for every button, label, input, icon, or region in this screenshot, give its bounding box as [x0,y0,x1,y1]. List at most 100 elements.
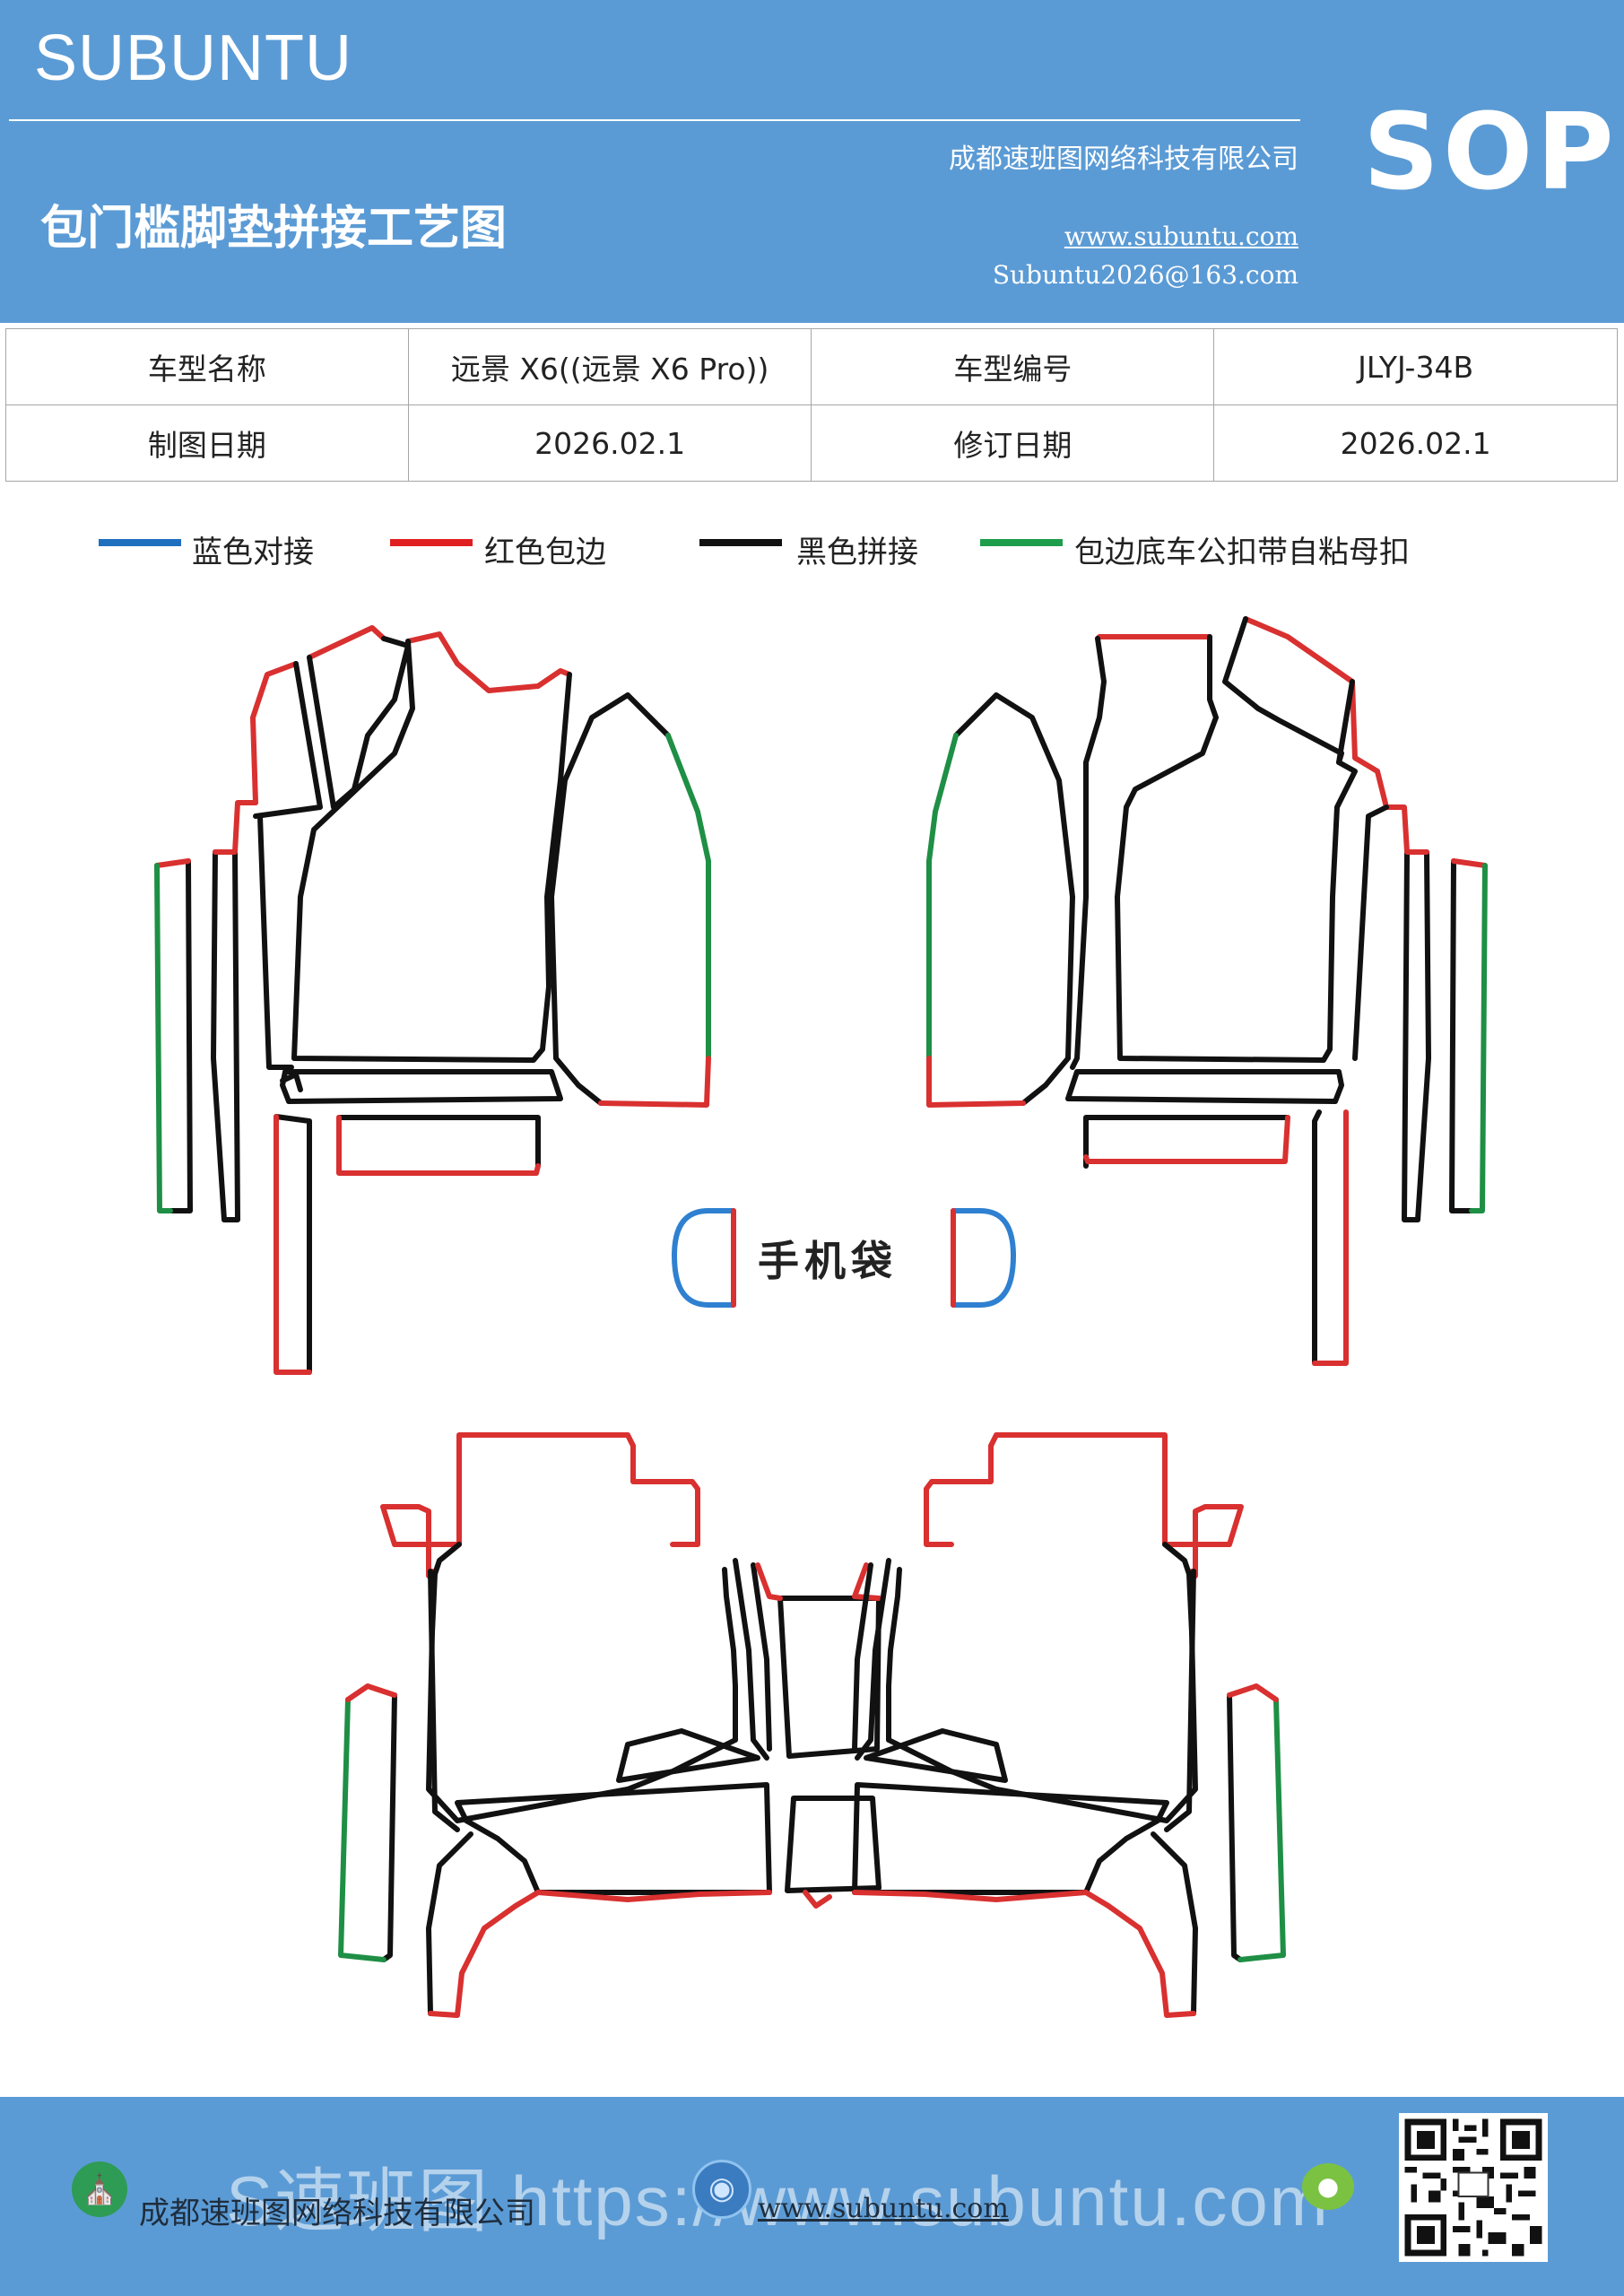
rear-right-bar-1 [855,1558,891,1761]
revision-date-value: 2026.02.1 [1213,404,1618,482]
rear-right-top-red [924,1432,1244,1578]
legend-swatch-green [980,539,1063,546]
rear-right-wedge [864,1728,1008,1783]
company-name: 成都速班图网络科技有限公司 [949,144,1298,175]
phone-pocket-left-blue [672,1208,736,1308]
legend-label-black: 黑色拼接 [796,535,918,570]
model-name-label: 车型名称 [5,328,409,405]
right-upper-piece-b [1243,616,1355,684]
rear-right-main [886,1542,1198,1823]
rear-left-inner-line [428,1569,460,1832]
left-long-strip-black [274,1114,312,1375]
phone-pocket-right-blue [951,1208,1016,1308]
right-side-panel-green [926,733,959,1061]
right-side-panel-top [953,692,999,738]
left-front-mats [154,625,711,1375]
model-code-label: 车型编号 [811,328,1215,405]
left-upper-piece-a [250,661,299,805]
rear-center-gap-right [852,1562,881,1601]
rear-mats [338,1432,1286,2018]
right-second-strip-red [1384,804,1429,855]
left-second-strip [211,849,240,1222]
right-sill-bar [1065,1069,1344,1104]
right-outer-strip [1449,858,1474,1213]
footer-watermark: S速班图 https://www.subuntu.com [226,2161,1330,2240]
right-long-strip-red [1312,1109,1349,1366]
left-second-strip-red [213,800,258,855]
header-banner [0,0,1624,323]
rear-left-lower-red [535,1890,772,1902]
model-name-value: 远景 X6((远景 X6 Pro)) [407,328,812,405]
left-side-panel-top [625,692,671,738]
legend-label-red: 红色包边 [484,535,606,570]
rear-right-arch-red [1083,1890,1196,2018]
right-second-strip [1402,849,1431,1222]
rear-right-outer-green [1238,1697,1286,1962]
rear-right-arch-black [1151,1831,1198,2016]
left-sill-clip [280,1072,303,1092]
phone-pocket-label: 手机袋 [758,1237,898,1285]
right-upper-piece-a-black [1352,804,1389,1061]
legend-swatch-blue [99,539,181,546]
drawing-date-label: 制图日期 [5,404,409,482]
rear-left-outer-red [345,1683,397,1702]
right-long-strip-black [1312,1109,1322,1366]
header-divider [9,119,1300,121]
left-side-panel [549,692,630,1106]
right-outer-strip-red [1451,858,1488,868]
doc-type-label: SOP [1363,90,1618,213]
rear-center-console [777,1596,881,1759]
left-outer-strip-green [154,863,173,1213]
left-upper-piece-b-black [307,636,411,810]
rear-left-arch-black [426,1831,473,2016]
qr-code[interactable] [1399,2113,1548,2262]
left-sill-drawer-black [336,1115,541,1169]
rear-left-outer-green [338,1697,386,1962]
phone-pocket [672,1208,1016,1308]
footer-url[interactable]: www.subuntu.com [758,2193,1009,2224]
right-upper-piece-a [1350,679,1389,810]
website-link[interactable]: www.subuntu.com [1064,222,1298,251]
left-outer-strip [168,858,193,1213]
left-outer-strip-red [154,858,191,868]
left-side-panel-green [665,733,711,1061]
contact-email: Subuntu2026@163.com [992,260,1298,290]
page-title: 包门槛脚垫拼接工艺图 [40,202,508,256]
building-icon: ⛪ [72,2161,127,2217]
revision-date-label: 修订日期 [811,404,1215,482]
right-front-main-top [1095,634,1212,641]
right-sill-drawer-red [1083,1115,1290,1164]
model-code-value: JLYJ-34B [1213,328,1618,405]
rear-center-gap-left [755,1562,783,1601]
left-side-panel-red [598,1056,711,1108]
rear-right-outer-red [1227,1683,1279,1702]
wechat-icon: ● [1302,2163,1354,2210]
rear-right-outer-black [1227,1692,1243,1962]
left-long-strip-red [274,1114,312,1375]
left-gap-strip [257,813,294,1070]
right-front-mats [926,616,1488,1366]
rear-right-inner-line [1164,1569,1196,1832]
rear-left-bar-1 [733,1558,769,1761]
footer-banner [0,2097,1624,2296]
rear-center-lower [785,1796,881,1893]
rear-left-wedge [616,1728,760,1783]
left-front-main-top [405,631,572,693]
legend-label-green: 包边底车公扣带自粘母扣 [1074,535,1410,570]
right-sill-drawer-black [1083,1115,1290,1169]
rear-right-lower-red [852,1890,1089,1902]
footer-company: 成都速班图网络科技有限公司 [139,2196,535,2231]
legend-label-blue: 蓝色对接 [192,535,314,570]
right-outer-strip-green [1469,863,1488,1213]
rear-left-lower-black [455,1782,772,1895]
left-upper-piece-b [307,625,386,660]
left-front-main [291,639,572,1063]
right-gap-strip [1070,636,1107,1070]
color-legend: 蓝色对接 红色包边 黑色拼接 包边底车公扣带自粘母扣 [0,529,1624,574]
rear-right-lower-black [852,1782,1169,1895]
mat-splicing-diagram [154,616,1488,2018]
right-side-panel [994,692,1075,1106]
legend-swatch-black [699,539,782,546]
rear-left-main [426,1542,738,1823]
right-side-panel-red [926,1056,1026,1108]
